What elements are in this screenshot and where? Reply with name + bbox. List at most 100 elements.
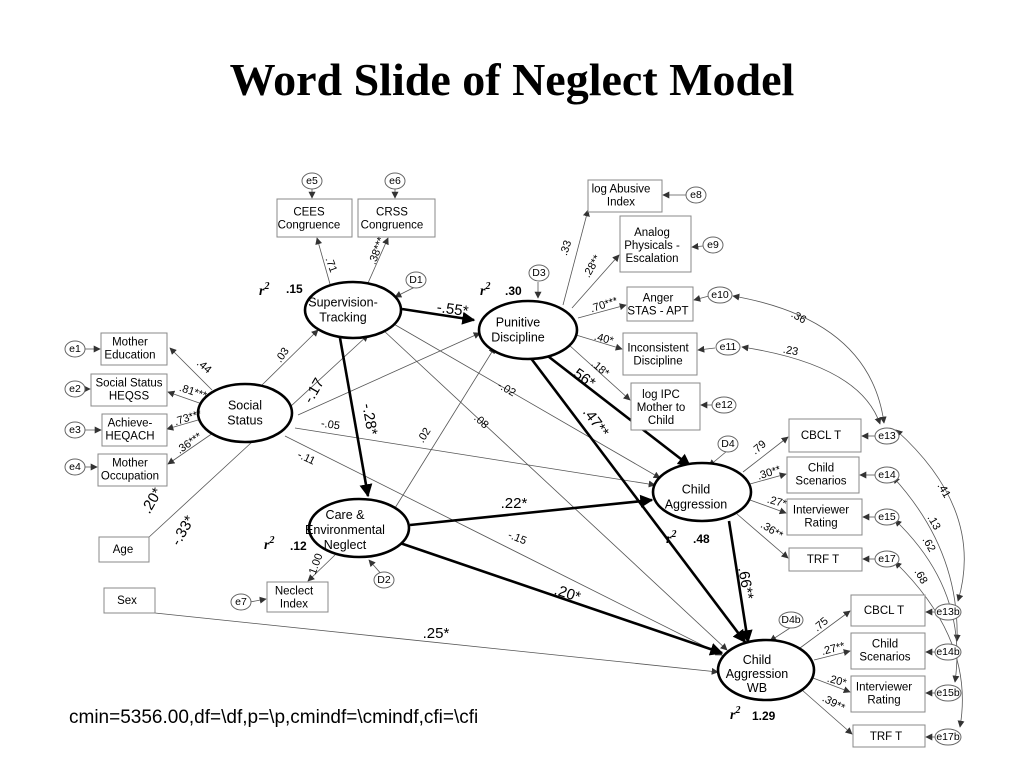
error-d1: D1 (405, 271, 427, 289)
coef-sup-to-care: -.28* (358, 402, 380, 436)
svg-text:D4: D4 (721, 438, 735, 450)
svg-text:e7: e7 (235, 596, 247, 608)
r2-punitive: r2 .30 (480, 281, 522, 299)
error-e9: e9 (702, 236, 724, 254)
error-e8: e8 (685, 186, 707, 204)
error-d4: D4 (717, 435, 739, 453)
svg-text:r2: r2 (259, 281, 269, 299)
error-e11: e11 (715, 338, 741, 356)
cov-e13-e13b: .41 (935, 481, 953, 500)
svg-text:e14: e14 (878, 469, 896, 481)
coef-social-to-sup: .03 (273, 346, 292, 365)
trf-b-label: TRF T (870, 731, 902, 743)
svg-text:e15: e15 (878, 511, 896, 523)
thick-paths (338, 307, 753, 656)
cbcl-b-box: CBCL T (850, 594, 926, 627)
trf-label: TRF T (807, 554, 839, 566)
coef-sup-to-agg: -.02 (495, 379, 517, 399)
svg-text:e1: e1 (69, 343, 81, 355)
error-e13: e13 (874, 427, 900, 445)
error-e10: e10 (707, 286, 733, 304)
svg-text:e8: e8 (690, 189, 702, 201)
cov-e10-e13: .36 (789, 308, 808, 326)
r2-aggression: r2 .48 (666, 529, 710, 547)
error-e2: e2 (64, 380, 86, 398)
svg-text:D3: D3 (532, 267, 546, 279)
svg-text:e10: e10 (711, 289, 729, 301)
error-e15: e15 (874, 508, 900, 526)
load-crss: .38*** (367, 235, 388, 266)
trf-box: TRF T (788, 547, 863, 572)
svg-text:r2: r2 (480, 281, 490, 299)
coef-sex-to-sup: -.33* (168, 513, 199, 549)
coef-sup-to-pun: -.55* (436, 299, 470, 320)
svg-text:.48: .48 (693, 532, 710, 546)
load-cbcl-b: .75 (811, 615, 830, 634)
sex-box: Sex (103, 587, 156, 614)
coef-care-to-pun: .02 (415, 426, 433, 445)
trf-b-box: TRF T (852, 724, 926, 748)
error-e17b: e17b (934, 728, 962, 746)
load-cees: .71 (323, 256, 340, 274)
coef-social-to-agg: -.05 (320, 418, 340, 433)
error-e17: e17 (874, 550, 900, 568)
heqach-box: Achieve-HEQACH (101, 413, 168, 447)
svg-text:e11: e11 (720, 341, 737, 353)
load-interviewer: .27* (766, 494, 789, 511)
error-e3: e3 (64, 421, 86, 439)
coef-care-to-agg: .22* (501, 495, 528, 512)
svg-text:e2: e2 (69, 383, 81, 395)
svg-text:e14b: e14b (936, 646, 960, 658)
coef-care-to-wb: .20* (552, 582, 583, 606)
svg-text:e12: e12 (715, 399, 733, 411)
svg-text:e6: e6 (389, 175, 401, 187)
svg-text:e5: e5 (306, 175, 318, 187)
load-anger: .70*** (589, 295, 620, 315)
svg-text:r2: r2 (666, 529, 676, 547)
error-e14: e14 (874, 466, 900, 484)
slide-title: Word Slide of Neglect Model (230, 54, 795, 105)
svg-text:D2: D2 (377, 574, 391, 586)
load-neglect: 1.00 (307, 552, 326, 576)
error-e5: e5 (301, 172, 323, 190)
coef-care-to-wb-thin: -.15 (506, 529, 528, 547)
age-label: Age (113, 544, 133, 556)
error-e4: e4 (64, 458, 86, 476)
coef-social-to-care: -.17 (300, 375, 328, 406)
svg-text:e4: e4 (69, 461, 81, 473)
heqach-label: Achieve-HEQACH (105, 418, 154, 443)
error-e1: e1 (64, 340, 86, 358)
cbcl-label: CBCL T (801, 430, 841, 442)
cbcl-b-label: CBCL T (864, 605, 904, 617)
error-e7: e7 (230, 593, 252, 611)
cov-e14-e14b: .13 (925, 513, 943, 532)
load-interviewer-b: .20* (826, 673, 849, 690)
cov-e11-e13: .23 (782, 344, 799, 358)
svg-text:e13: e13 (878, 430, 896, 442)
load-heqss: .81*** (178, 382, 209, 402)
load-trf: .36** (758, 519, 785, 542)
